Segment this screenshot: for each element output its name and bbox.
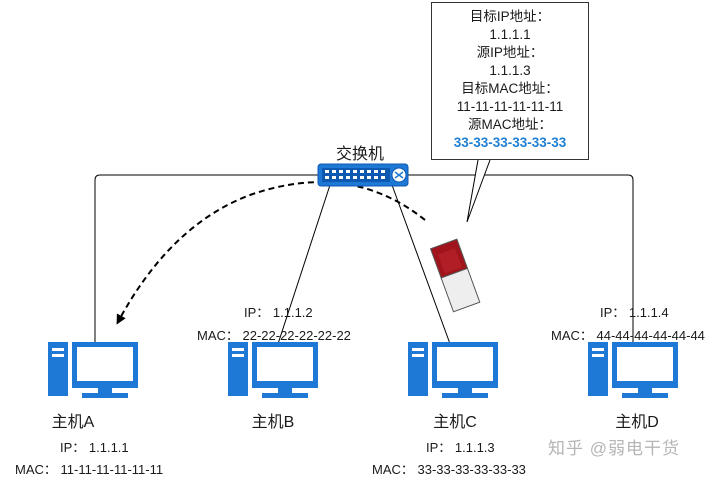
- watermark: 知乎 @弱电干货: [548, 439, 680, 458]
- callout-pointer: [466, 159, 491, 223]
- src-mac-label: 源MAC地址：: [468, 117, 552, 132]
- link-host-d: [405, 174, 634, 345]
- switch-label: 交换机: [336, 146, 385, 163]
- dest-ip-value: 1.1.1.1: [489, 27, 531, 42]
- src-ip-value: 1.1.1.3: [489, 63, 531, 78]
- network-switch-icon: [317, 163, 409, 187]
- host-b-ip: IP： 1.1.1.2: [244, 305, 313, 320]
- host-a-name: 主机A: [51, 414, 95, 431]
- host-c-mac: MAC： 33-33-33-33-33-33: [372, 462, 526, 477]
- host-c-ip: IP： 1.1.1.3: [426, 440, 495, 455]
- host-a-ip: IP： 1.1.1.1: [60, 440, 129, 455]
- computer-icon: [408, 342, 498, 398]
- host-d-ip: IP： 1.1.1.4: [600, 305, 669, 320]
- computer-icon: [48, 342, 138, 398]
- host-a-mac: MAC： 11-11-11-11-11-11: [15, 462, 164, 477]
- dest-mac-value: 11-11-11-11-11-11: [456, 99, 564, 114]
- flow-arrow: [116, 181, 426, 325]
- computer-icon: [228, 342, 318, 398]
- src-mac-value: 33-33-33-33-33-33: [453, 135, 567, 150]
- dest-ip-label: 目标IP地址：: [469, 9, 551, 24]
- dest-mac-label: 目标MAC地址：: [461, 81, 559, 96]
- host-b-mac: MAC： 22-22-22-22-22-22: [197, 328, 351, 343]
- src-ip-label: 源IP地址：: [476, 45, 544, 60]
- host-d-name: 主机D: [615, 414, 659, 431]
- link-host-c: [391, 184, 454, 353]
- host-c-name: 主机C: [433, 414, 477, 431]
- link-host-b: [274, 184, 331, 354]
- packet-header-callout: 目标IP地址： 1.1.1.1 源IP地址： 1.1.1.3 目标MAC地址： …: [431, 2, 589, 160]
- computer-icon: [588, 342, 678, 398]
- packet-icon: [429, 238, 481, 313]
- link-host-a: [94, 174, 320, 345]
- host-b-name: 主机B: [251, 414, 295, 431]
- host-d-mac: MAC： 44-44-44-44-44-44: [551, 328, 705, 343]
